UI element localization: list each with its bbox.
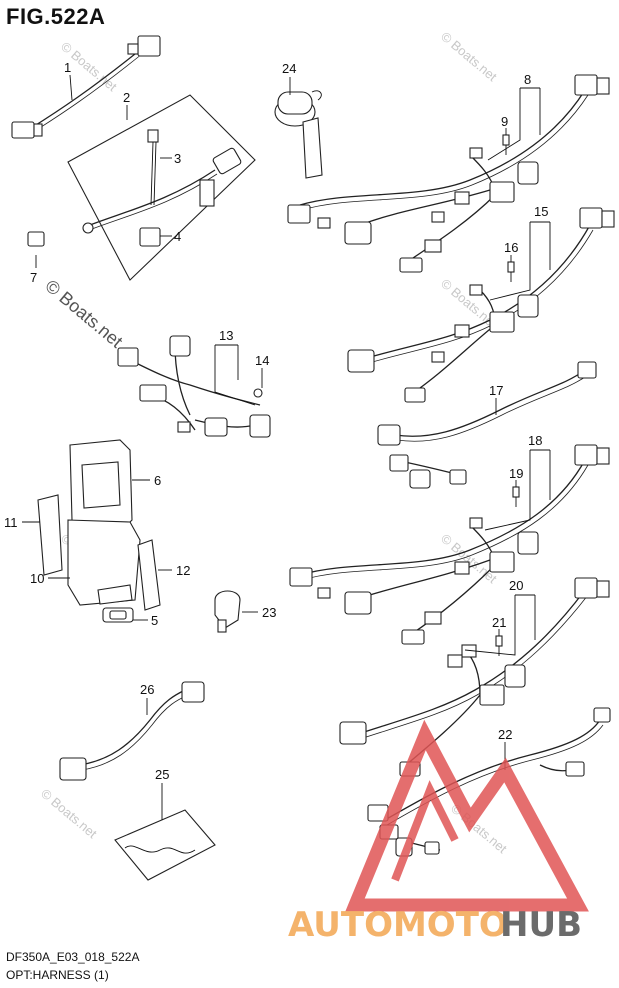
callout-6: 6 xyxy=(154,473,161,488)
callout-1: 1 xyxy=(64,60,71,75)
brand-text-hub: HUB xyxy=(500,905,582,945)
callout-19: 19 xyxy=(509,466,523,481)
callout-9: 9 xyxy=(501,114,508,129)
figure-description: OPT:HARNESS (1) xyxy=(6,968,109,982)
part-6-cover xyxy=(69,439,133,531)
callout-12: 12 xyxy=(176,563,190,578)
leader-lines xyxy=(22,74,551,820)
callout-16: 16 xyxy=(504,240,518,255)
callout-22: 22 xyxy=(498,727,512,742)
callout-21: 21 xyxy=(492,615,506,630)
part-24-boot xyxy=(274,90,323,179)
callout-25: 25 xyxy=(155,767,169,782)
callout-24: 24 xyxy=(282,61,296,76)
callout-17: 17 xyxy=(489,383,503,398)
callout-15: 15 xyxy=(534,204,548,219)
part-13-harness xyxy=(117,335,271,438)
part-7-cap xyxy=(27,231,45,247)
brand-text-automoto: AUTOMOTO xyxy=(288,905,508,945)
callout-20: 20 xyxy=(509,578,523,593)
part-16-bolt xyxy=(507,261,515,282)
callout-26: 26 xyxy=(140,682,154,697)
callout-8: 8 xyxy=(524,72,531,87)
part-17-harness xyxy=(377,361,597,489)
callout-23: 23 xyxy=(262,605,276,620)
part-12-bracket xyxy=(137,539,161,611)
callout-2: 2 xyxy=(123,90,130,105)
watermark: © Boats.net xyxy=(38,786,100,842)
part-26-harness xyxy=(59,681,205,781)
part-19-bolt xyxy=(512,486,520,507)
part-1-harness xyxy=(11,35,161,139)
callout-3: 3 xyxy=(174,151,181,166)
part-9-bolt xyxy=(502,134,510,155)
part-20-harness xyxy=(339,577,610,777)
automotohub-logo xyxy=(345,719,589,912)
part-8-harness xyxy=(287,74,610,273)
part-10-ecu xyxy=(67,519,141,606)
callout-18: 18 xyxy=(528,433,542,448)
watermark-large: © Boats.net xyxy=(41,276,126,352)
callout-labels: 1 2 3 4 5 6 7 8 9 10 11 12 13 14 15 16 1… xyxy=(4,60,548,782)
part-2-kit xyxy=(67,94,256,281)
callout-11: 11 xyxy=(4,515,18,530)
part-25-bag xyxy=(114,809,216,881)
figure-title: FIG.522A xyxy=(6,4,106,29)
figure-code: DF350A_E03_018_522A xyxy=(6,950,140,964)
part-5-grommet xyxy=(102,607,134,623)
callout-13: 13 xyxy=(219,328,233,343)
watermark: © Boats.net xyxy=(438,29,500,85)
part-23-boot xyxy=(214,590,241,633)
part-15-harness xyxy=(347,207,615,403)
part-11-bracket xyxy=(37,494,63,576)
callout-4: 4 xyxy=(174,229,181,244)
callout-5: 5 xyxy=(151,613,158,628)
callout-14: 14 xyxy=(255,353,269,368)
callout-10: 10 xyxy=(30,571,44,586)
part-18-harness xyxy=(289,444,610,645)
callout-7: 7 xyxy=(30,270,37,285)
